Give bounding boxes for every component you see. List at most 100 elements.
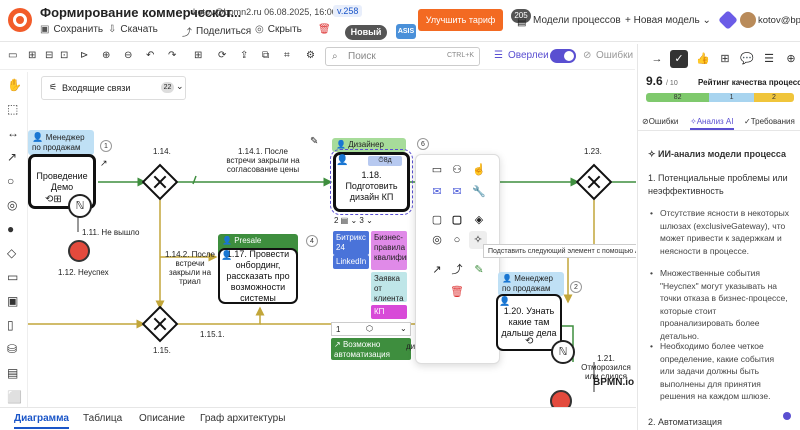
fit-icon[interactable]: ⊡ — [60, 50, 69, 61]
mail-filled-icon[interactable]: ✉ — [432, 186, 442, 198]
overlay-label[interactable]: Оверлеи — [508, 50, 549, 61]
new-model-button[interactable]: + Новая модель ⌄ — [625, 15, 711, 26]
end-event-icon[interactable]: ● — [7, 222, 15, 236]
data-object-icon[interactable]: ▯ — [7, 318, 14, 332]
lane-sales-manager[interactable]: 👤 Менеджер по продажам — [28, 130, 94, 155]
errors-toggle[interactable]: Ошибки — [596, 50, 634, 61]
group-icon[interactable]: ⬜ — [7, 390, 22, 404]
end-event-failure[interactable] — [68, 240, 90, 262]
refresh-icon[interactable]: ⟳ — [218, 50, 227, 61]
task-icon[interactable]: ▭ — [431, 164, 443, 176]
undo-icon[interactable]: ↶ — [146, 50, 155, 61]
tab-ai-analysis[interactable]: ✧Анализ AI — [690, 117, 734, 130]
task-attachments-row[interactable]: 2 ▤ ⌄ 3 ⌄ — [334, 216, 373, 225]
diagram-canvas[interactable]: ⚟ Входящие связи 22 ⌄ 👤 Менеджер по прод… — [28, 72, 636, 407]
hand-icon[interactable]: ☝ — [472, 164, 486, 176]
paste-icon[interactable]: ⌗ — [284, 50, 290, 61]
task-demo[interactable]: Проведение Демо — [28, 154, 96, 209]
tab-architecture[interactable]: Граф архитектуры — [200, 413, 286, 424]
task-icon[interactable]: ▭ — [7, 270, 19, 284]
comment-icon[interactable]: 💬 — [740, 53, 754, 65]
layout-icon[interactable]: ▭ — [8, 50, 18, 61]
tab-errors[interactable]: ⊘Ошибки — [642, 117, 678, 126]
tag-business-rules[interactable]: Бизнес-правила квалификации — [371, 231, 407, 270]
data-store-icon[interactable]: ⛁ — [7, 342, 18, 356]
user-email[interactable]: kotov@bpmn2.ru — [758, 15, 800, 26]
avatar[interactable] — [740, 12, 756, 28]
delete-icon[interactable]: 🗑 — [450, 286, 464, 298]
mail-icon[interactable]: ✉ — [452, 186, 462, 198]
task-find-out[interactable]: 1.20. Узнать какие там дальше дела — [496, 294, 562, 351]
wrench-icon[interactable]: 🔧 — [472, 186, 486, 198]
scroll-dot-icon[interactable] — [783, 412, 791, 420]
tag-kp[interactable]: КП — [371, 305, 407, 319]
export-icon[interactable]: ⇪ — [240, 50, 249, 61]
thumbs-up-icon[interactable]: 👍 — [696, 53, 710, 65]
tab-description[interactable]: Описание — [139, 413, 186, 424]
lasso-tool-icon[interactable]: ⬚ — [7, 102, 19, 116]
edit-icon[interactable]: ✎ — [310, 136, 319, 147]
subprocess-rounded-icon[interactable]: ▢ — [451, 214, 463, 226]
list-icon[interactable]: ☰ — [764, 53, 774, 65]
user-add-icon[interactable]: ⚇ — [452, 164, 462, 176]
check-icon[interactable]: ✓ — [670, 50, 688, 68]
play-icon[interactable]: ⊳ — [80, 50, 89, 61]
document-title[interactable]: Формирование коммерческог... — [40, 5, 242, 20]
lane-designer[interactable]: 👤 Дизайнер — [332, 138, 406, 152]
intermediate-event-icon[interactable]: ◎ — [7, 198, 18, 212]
delete-button[interactable]: 🗑 — [318, 24, 331, 35]
pool-icon[interactable]: ▤ — [7, 366, 19, 380]
upgrade-button[interactable]: Улучшить тариф — [418, 9, 503, 31]
share-button[interactable]: ⤴Поделиться — [182, 24, 251, 39]
cart-icon[interactable]: ⊕ — [786, 53, 796, 65]
copy-icon[interactable]: ⧉ — [262, 50, 270, 61]
zoom-out-icon[interactable]: ⊖ — [124, 50, 133, 61]
lane-sales-manager-2[interactable]: 👤 Менеджер по продажам — [498, 272, 564, 296]
subprocess-icon[interactable]: ▣ — [7, 294, 19, 308]
redo-icon[interactable]: ↷ — [168, 50, 177, 61]
connect-arrow-icon[interactable]: ↗ — [432, 264, 442, 276]
task-onboarding[interactable]: 1.17. Провести онбординг, рассказать про… — [218, 248, 298, 304]
settings-icon[interactable]: ⚙ — [306, 50, 315, 61]
ai-sparkle-icon[interactable]: ✧ — [469, 231, 487, 249]
event-circle-icon[interactable]: ◎ — [432, 234, 442, 246]
tab-table[interactable]: Таблица — [83, 413, 123, 424]
align-icon[interactable]: ⊞ — [28, 50, 37, 61]
status-new-badge[interactable]: Новый — [345, 25, 387, 40]
workspace-icon[interactable] — [718, 10, 738, 30]
arrow-right-icon[interactable]: → — [651, 53, 663, 65]
boundary-event-icon[interactable]: ℕ — [551, 340, 575, 364]
tag-automation[interactable]: ↗ Возможно автоматизация — [331, 338, 411, 360]
link-icon[interactable]: ↗ — [100, 158, 108, 168]
version-badge[interactable]: v.258 — [333, 5, 363, 17]
grid-icon[interactable]: ⊞ — [194, 50, 203, 61]
hide-button[interactable]: ◎Скрыть — [255, 24, 302, 35]
status-asis-badge[interactable]: ASIS — [396, 24, 416, 39]
zoom-in-icon[interactable]: ⊕ — [102, 50, 111, 61]
connect-tool-icon[interactable]: ↗ — [7, 150, 18, 164]
boundary-event-icon[interactable]: ℕ — [68, 194, 92, 218]
download-button[interactable]: ⇩Скачать — [108, 24, 158, 35]
save-button[interactable]: ▣Сохранить — [40, 24, 103, 35]
distribute-icon[interactable]: ⊟ — [45, 50, 54, 61]
end-circle-icon[interactable]: ○ — [453, 234, 461, 246]
incoming-links-dropdown[interactable]: ⚟ Входящие связи 22 ⌄ — [41, 76, 186, 100]
hand-tool-icon[interactable]: ✋ — [7, 78, 22, 92]
tag-client-request[interactable]: Заявка от клиента — [371, 272, 407, 302]
pencil-icon[interactable]: ✎ — [474, 264, 484, 276]
overlay-toggle[interactable] — [550, 49, 576, 63]
grid-icon[interactable]: ⊞ — [720, 53, 730, 65]
gateway-icon[interactable]: ◇ — [7, 246, 17, 260]
task-rounded-icon[interactable]: ▢ — [431, 214, 443, 226]
search-box[interactable]: ⌕ Поиск CTRL+K — [325, 47, 480, 66]
branch-icon[interactable]: ⤴ — [451, 264, 463, 276]
gateway-plus-icon[interactable]: ◈ — [474, 214, 484, 226]
start-event-icon[interactable]: ○ — [7, 174, 15, 188]
tag-linkedin[interactable]: LinkedIn — [333, 255, 369, 269]
tab-requirements[interactable]: ✓Требования — [744, 117, 795, 126]
tag-bitrix[interactable]: Битрикс 24 — [333, 231, 369, 255]
app-logo-icon[interactable] — [8, 8, 32, 32]
space-tool-icon[interactable]: ↔ — [7, 126, 19, 140]
automation-header[interactable]: 1⬡⌄ — [331, 322, 411, 336]
tab-diagram[interactable]: Диаграмма — [14, 413, 69, 429]
